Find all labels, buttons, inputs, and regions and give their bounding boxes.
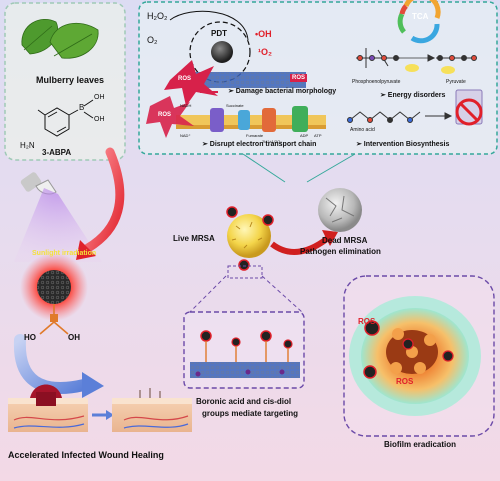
inhibition-icon xyxy=(455,89,483,126)
pdt-label: PDT xyxy=(211,29,227,38)
biofilm-caption: Biofilm eradication xyxy=(384,440,457,449)
phosphoenolpyruvate-structure xyxy=(356,48,477,74)
o2-label: O₂ xyxy=(147,35,158,45)
h-ions-label: 2H⁺+1/2O₂ xyxy=(262,139,282,144)
tca-label: TCA xyxy=(412,12,429,21)
oh-label: OH xyxy=(68,333,80,342)
attached-nanoparticles xyxy=(226,206,274,271)
nadh-label: NADH xyxy=(180,103,192,108)
dead-mrsa-label: Dead MRSA xyxy=(322,236,368,245)
live-mrsa-label: Live MRSA xyxy=(173,234,215,243)
disrupt-etc-label: ➢ Disrupt electron transport chain xyxy=(202,141,317,148)
nad-label: NAD⁺ xyxy=(180,133,191,138)
electron-transport-chain xyxy=(146,96,326,138)
nanoparticle-texture xyxy=(37,270,71,304)
biofilm-ros-bottom-label: ROS xyxy=(396,377,414,386)
bacterial-membrane-top xyxy=(164,60,306,106)
pathogen-elimination-label: Pathogen elimination xyxy=(300,247,381,256)
tca-cycle-icon xyxy=(397,0,441,44)
targeting-caption-line1: Boronic acid and cis-diol xyxy=(196,397,292,406)
ho-label: HO xyxy=(24,333,36,342)
connector-right xyxy=(306,153,356,183)
energy-disorders-label: ➢ Energy disorders xyxy=(380,92,446,99)
intervention-biosynthesis-label: ➢ Intervention Biosynthesis xyxy=(356,141,450,148)
boronic-binding-sites xyxy=(195,330,293,377)
pyruvate-label: Pyruvate xyxy=(446,79,466,85)
boron-label: B xyxy=(79,103,85,112)
amino-acid-label: Amino acid xyxy=(350,127,375,133)
singlet-oxygen-label: ¹O₂ xyxy=(258,47,272,57)
dead-mrsa-bacterium xyxy=(318,188,362,232)
mulberry-leaves-label: Mulberry leaves xyxy=(36,75,105,85)
zoom-region xyxy=(227,265,263,279)
blue-arrow-head xyxy=(82,372,104,398)
zoom-line-left xyxy=(189,275,227,313)
biofilm-illustration xyxy=(349,296,481,416)
succinate-label: Succinate xyxy=(226,103,244,108)
mulberry-leaf-icon xyxy=(21,19,99,59)
boron-atom xyxy=(50,314,58,322)
wound-healing-label: Accelerated Infected Wound Healing xyxy=(8,450,164,460)
killing-arrow-head xyxy=(322,230,338,246)
h2n-label: H₂N xyxy=(20,141,35,150)
h2o2-label: H₂O₂ xyxy=(147,11,168,21)
pdt-nanoparticle xyxy=(169,10,251,83)
red-arrow-head xyxy=(76,240,96,260)
cell-wall-membrane xyxy=(190,362,300,378)
oh-upper-label: OH xyxy=(94,94,105,101)
ros-membrane-label: ROS xyxy=(290,74,308,82)
ros-left-label: ROS xyxy=(178,76,192,82)
oh-lower-label: OH xyxy=(94,116,105,123)
zoom-line-right xyxy=(261,275,303,313)
irradiation-label: Sunlight irradiation xyxy=(32,250,97,257)
abpa-label: 3-ABPA xyxy=(42,148,72,157)
ros-etc-label: ROS xyxy=(158,112,172,118)
killing-arrow xyxy=(270,235,330,255)
blue-curved-arrow xyxy=(13,334,90,394)
damage-morphology-label: ➢ Damage bacterial morphology xyxy=(228,88,337,95)
hydroxyl-radical-label: •OH xyxy=(255,29,272,39)
abpa-structure xyxy=(37,99,94,137)
biofilm-ros-top-label: ROS xyxy=(358,317,376,326)
adp-label: ADP xyxy=(300,133,309,138)
connector-left xyxy=(242,153,286,183)
amino-acid-structure xyxy=(347,111,453,123)
healed-skin-illustration xyxy=(112,388,192,432)
infected-wound-illustration xyxy=(8,384,88,432)
targeting-caption-line2: groups mediate targeting xyxy=(202,409,299,418)
phosphoenolpyruvate-label: Phosphoenolpyruvate xyxy=(352,79,401,85)
healing-arrow-head xyxy=(106,410,114,420)
live-mrsa-bacterium xyxy=(227,214,271,258)
lamp-icon xyxy=(20,172,57,195)
atp-label: ATP xyxy=(314,133,322,138)
red-curved-arrow xyxy=(83,147,125,253)
fumarate-label: Fumarate xyxy=(246,133,264,138)
